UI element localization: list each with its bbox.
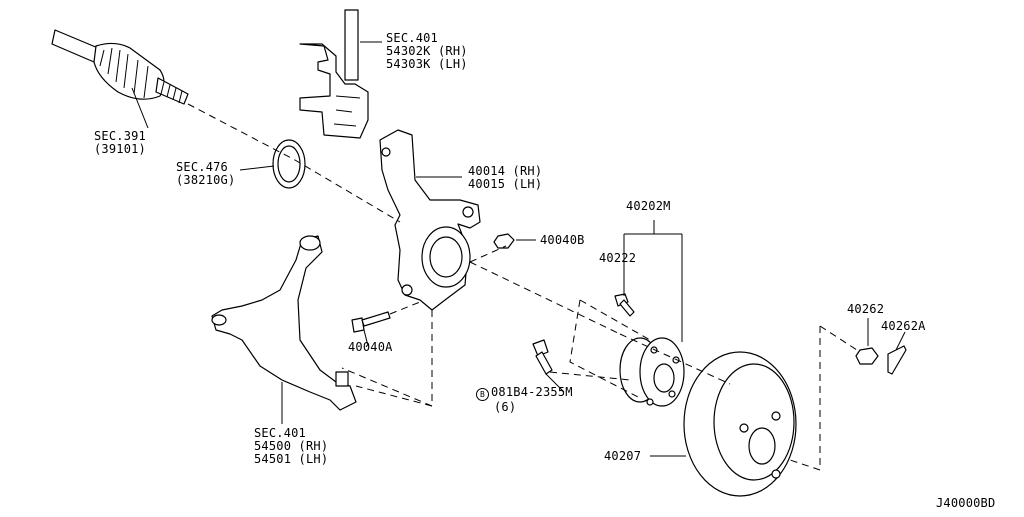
label-stud: 40222 — [599, 251, 637, 265]
assembly-line — [569, 299, 641, 399]
label-line: 54500 (RH) — [254, 439, 329, 453]
label-line: SEC.401 — [386, 31, 438, 45]
assembly-line — [469, 245, 507, 263]
leader-line — [895, 331, 906, 351]
leader-line — [545, 373, 565, 393]
assembly-line — [789, 326, 821, 471]
brake-rotor-part — [683, 351, 797, 497]
nut-40262-part — [855, 347, 879, 365]
label-line: 54303K (LH) — [386, 57, 468, 71]
label-line: SEC.476 — [176, 160, 228, 174]
label-nut-40040b: 40040B — [540, 233, 585, 247]
knuckle-part — [379, 129, 481, 311]
assembly-line — [187, 103, 401, 223]
label-pin-40262a: 40262A — [881, 319, 926, 333]
assembly-line — [389, 301, 421, 315]
label-sec401-lower-arm: SEC.401 54500 (RH) 54501 (LH) — [254, 427, 328, 466]
lower-arm-part — [211, 235, 357, 411]
label-nut-40262: 40262 — [847, 302, 885, 316]
leader-line — [363, 329, 369, 347]
leader-line — [239, 165, 275, 171]
label-bolt-40040a: 40040A — [348, 340, 393, 354]
nut-40040b-part — [493, 233, 515, 249]
label-rotor: 40207 — [604, 449, 642, 463]
label-sec391: SEC.391 (39101) — [94, 130, 146, 156]
assembly-line — [819, 325, 861, 353]
label-knuckle: 40014 (RH) 40015 (LH) — [468, 165, 542, 191]
assembly-line — [355, 385, 433, 407]
pin-40262a-part — [887, 345, 907, 375]
diagram-code: J40000BD — [936, 496, 996, 510]
label-line: (38210G) — [176, 173, 236, 187]
label-line: 54302K (RH) — [386, 44, 468, 58]
bolt-40040a-part — [351, 311, 391, 333]
label-sec401-strut: SEC.401 54302K (RH) 54303K (LH) — [386, 32, 468, 71]
bolt-081b4-part — [532, 339, 553, 375]
leader-line — [131, 87, 149, 129]
label-line: 40014 (RH) — [468, 164, 543, 178]
hub-assembly-part — [619, 337, 685, 407]
label-line: 54501 (LH) — [254, 452, 329, 466]
circle-b-marker: B — [476, 388, 489, 401]
label-text: 081B4-2355M — [491, 385, 573, 399]
label-line: SEC.401 — [254, 426, 306, 440]
label-line: (39101) — [94, 142, 146, 156]
label-line: (6) — [494, 400, 517, 414]
sensor-ring-part — [272, 139, 306, 189]
stud-part — [614, 293, 635, 317]
strut-part — [299, 9, 369, 139]
label-line: SEC.391 — [94, 129, 146, 143]
label-sec476: SEC.476 (38210G) — [176, 161, 235, 187]
drive-shaft-part — [51, 29, 189, 105]
leader-line — [623, 220, 683, 342]
assembly-line — [549, 371, 631, 381]
label-hub-assembly: 40202M — [626, 199, 671, 213]
label-line: 40015 (LH) — [468, 177, 543, 191]
assembly-line — [469, 261, 621, 335]
assembly-line — [579, 299, 651, 341]
assembly-line — [619, 333, 731, 385]
